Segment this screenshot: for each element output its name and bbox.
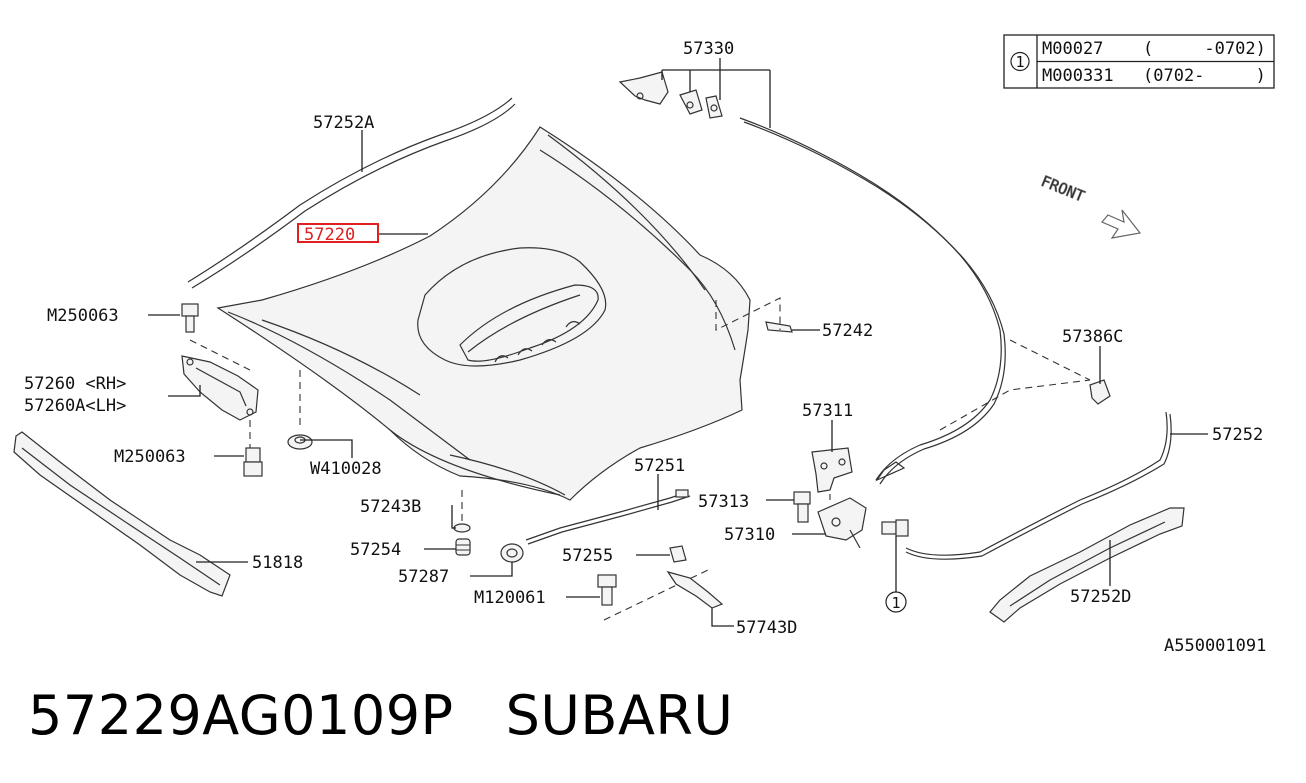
callout-57252: 57252 [1212,425,1263,445]
bolt-latch-ref [881,519,909,537]
callout-m250063-top: M250063 [47,306,119,326]
washer-w410028 [287,434,313,450]
front-label: FRONT [1039,172,1088,206]
callout-57255: 57255 [562,546,613,566]
stopper-57254 [455,538,471,556]
callout-57311: 57311 [802,401,853,421]
callout-57310: 57310 [724,525,775,545]
legend-row-2-range: (0702- ) [1143,66,1266,86]
weatherstrip-57252a [187,97,516,289]
callout-57220-highlighted: 57220 [304,225,355,245]
latch-57310 [817,497,867,549]
bolt-57313 [793,491,811,523]
cushion-57243b [453,523,471,533]
leader-lines [148,58,1208,627]
front-direction-arrow: FRONT [1038,172,1142,239]
striker-57311 [811,447,853,493]
callout-57252d: 57252D [1070,587,1131,607]
callout-m120061: M120061 [474,588,546,608]
legend-row-2-code: M000331 [1042,66,1114,86]
hinge-assembly-57330 [618,71,723,119]
hood-release-cable [739,117,1006,485]
callout-57254: 57254 [350,540,401,560]
callout-57243b: 57243B [360,497,421,517]
callout-57287: 57287 [398,567,449,587]
callout-57251: 57251 [634,456,685,476]
ref-marker-circle [885,591,907,613]
panel-51818 [13,431,231,597]
highlight-box-57220 [297,223,379,243]
callout-m250063-bottom: M250063 [114,447,186,467]
callout-w410028: W410028 [310,459,382,479]
clip-57386c [1089,379,1111,405]
legend-ref-marker [1010,51,1030,72]
support-rod-57251 [525,489,691,545]
bolt-m250063-bottom [243,447,263,477]
callout-57260-rh: 57260 <RH> [24,374,126,394]
front-arrow-icon [1101,209,1142,239]
callout-57330: 57330 [683,39,734,59]
cable-57252 [905,411,1168,556]
callout-57386c: 57386C [1062,327,1123,347]
bolt-m250063-top [181,303,199,333]
callout-57242: 57242 [822,321,873,341]
seal-57252d [989,507,1185,623]
legend-marker-text: 1 [1015,53,1024,71]
diagram-code: A550001091 [1164,636,1266,656]
callout-57260a-lh: 57260A<LH> [24,396,126,416]
hinge-bracket-57260 [181,355,259,421]
brand-name: SUBARU [505,684,734,747]
clip-57255 [669,545,687,563]
legend-row-1-code: M00027 [1042,39,1103,59]
callout-51818: 51818 [252,553,303,573]
stopper-57242 [765,321,793,333]
callout-57252a: 57252A [313,113,374,133]
legend-table: 1 M00027 ( -0702) M000331 (0702- ) [1003,34,1275,89]
grommet-57287 [500,543,524,563]
part-caption: 57229AG0109P SUBARU [28,684,785,747]
bolt-m120061 [597,574,617,606]
holder-57743d [666,570,724,609]
hood-panel [216,126,751,501]
callout-57313: 57313 [698,492,749,512]
legend-row-1-range: ( -0702) [1143,39,1266,59]
part-number: 57229AG0109P [28,684,454,747]
callout-57743d: 57743D [736,618,797,638]
ref-marker-text: 1 [891,594,900,612]
